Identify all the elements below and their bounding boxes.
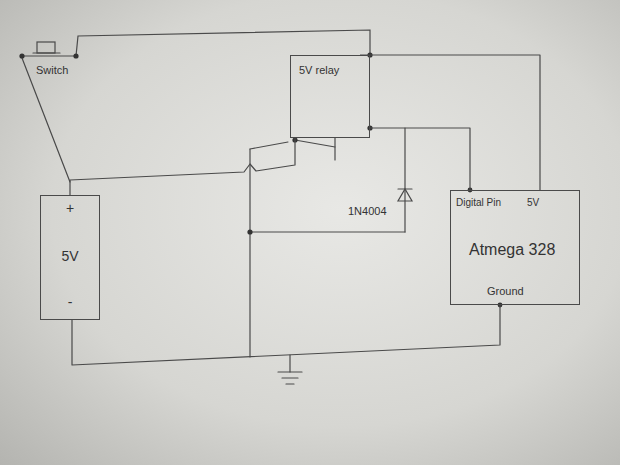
wire [76, 30, 370, 56]
relay-contact [334, 138, 335, 160]
pin-name: Ground [487, 285, 524, 298]
part-number: 1N4004 [348, 205, 387, 218]
wire [250, 231, 405, 232]
relay-contact [250, 142, 288, 149]
wire [22, 58, 70, 182]
pin-name: Digital Pin [456, 197, 501, 209]
battery-voltage: 5V [41, 248, 99, 264]
switch-base [22, 55, 76, 56]
switch-label: Switch [36, 64, 68, 77]
diode-symbol [398, 189, 412, 201]
relay-lever [295, 140, 335, 147]
wire [370, 128, 470, 190]
wire [249, 149, 250, 357]
ground-symbol [278, 371, 302, 372]
terminal-sign: - [41, 294, 99, 310]
switch-contact [33, 52, 60, 53]
junction-dot [19, 53, 24, 58]
wire [404, 128, 405, 232]
pin-name: 5V [527, 197, 539, 209]
relay-label: 5V relay [299, 64, 339, 77]
ground-symbol [282, 377, 298, 378]
ground-symbol [289, 355, 290, 372]
terminal-sign: + [41, 200, 99, 216]
wire [72, 305, 500, 365]
chip-name: Atmega 328 [469, 241, 555, 259]
wire [70, 138, 295, 195]
battery-box: +5V - [40, 195, 100, 320]
mcu-box: Digital Pin 5V Atmega 328Ground [450, 190, 580, 305]
junction-dot [247, 229, 252, 234]
diode-bar [398, 188, 412, 189]
ground-symbol [286, 383, 294, 384]
wire [360, 55, 540, 190]
junction-dot [73, 53, 78, 58]
relay-box: 5V relay [290, 55, 370, 138]
switch-button [37, 42, 55, 53]
